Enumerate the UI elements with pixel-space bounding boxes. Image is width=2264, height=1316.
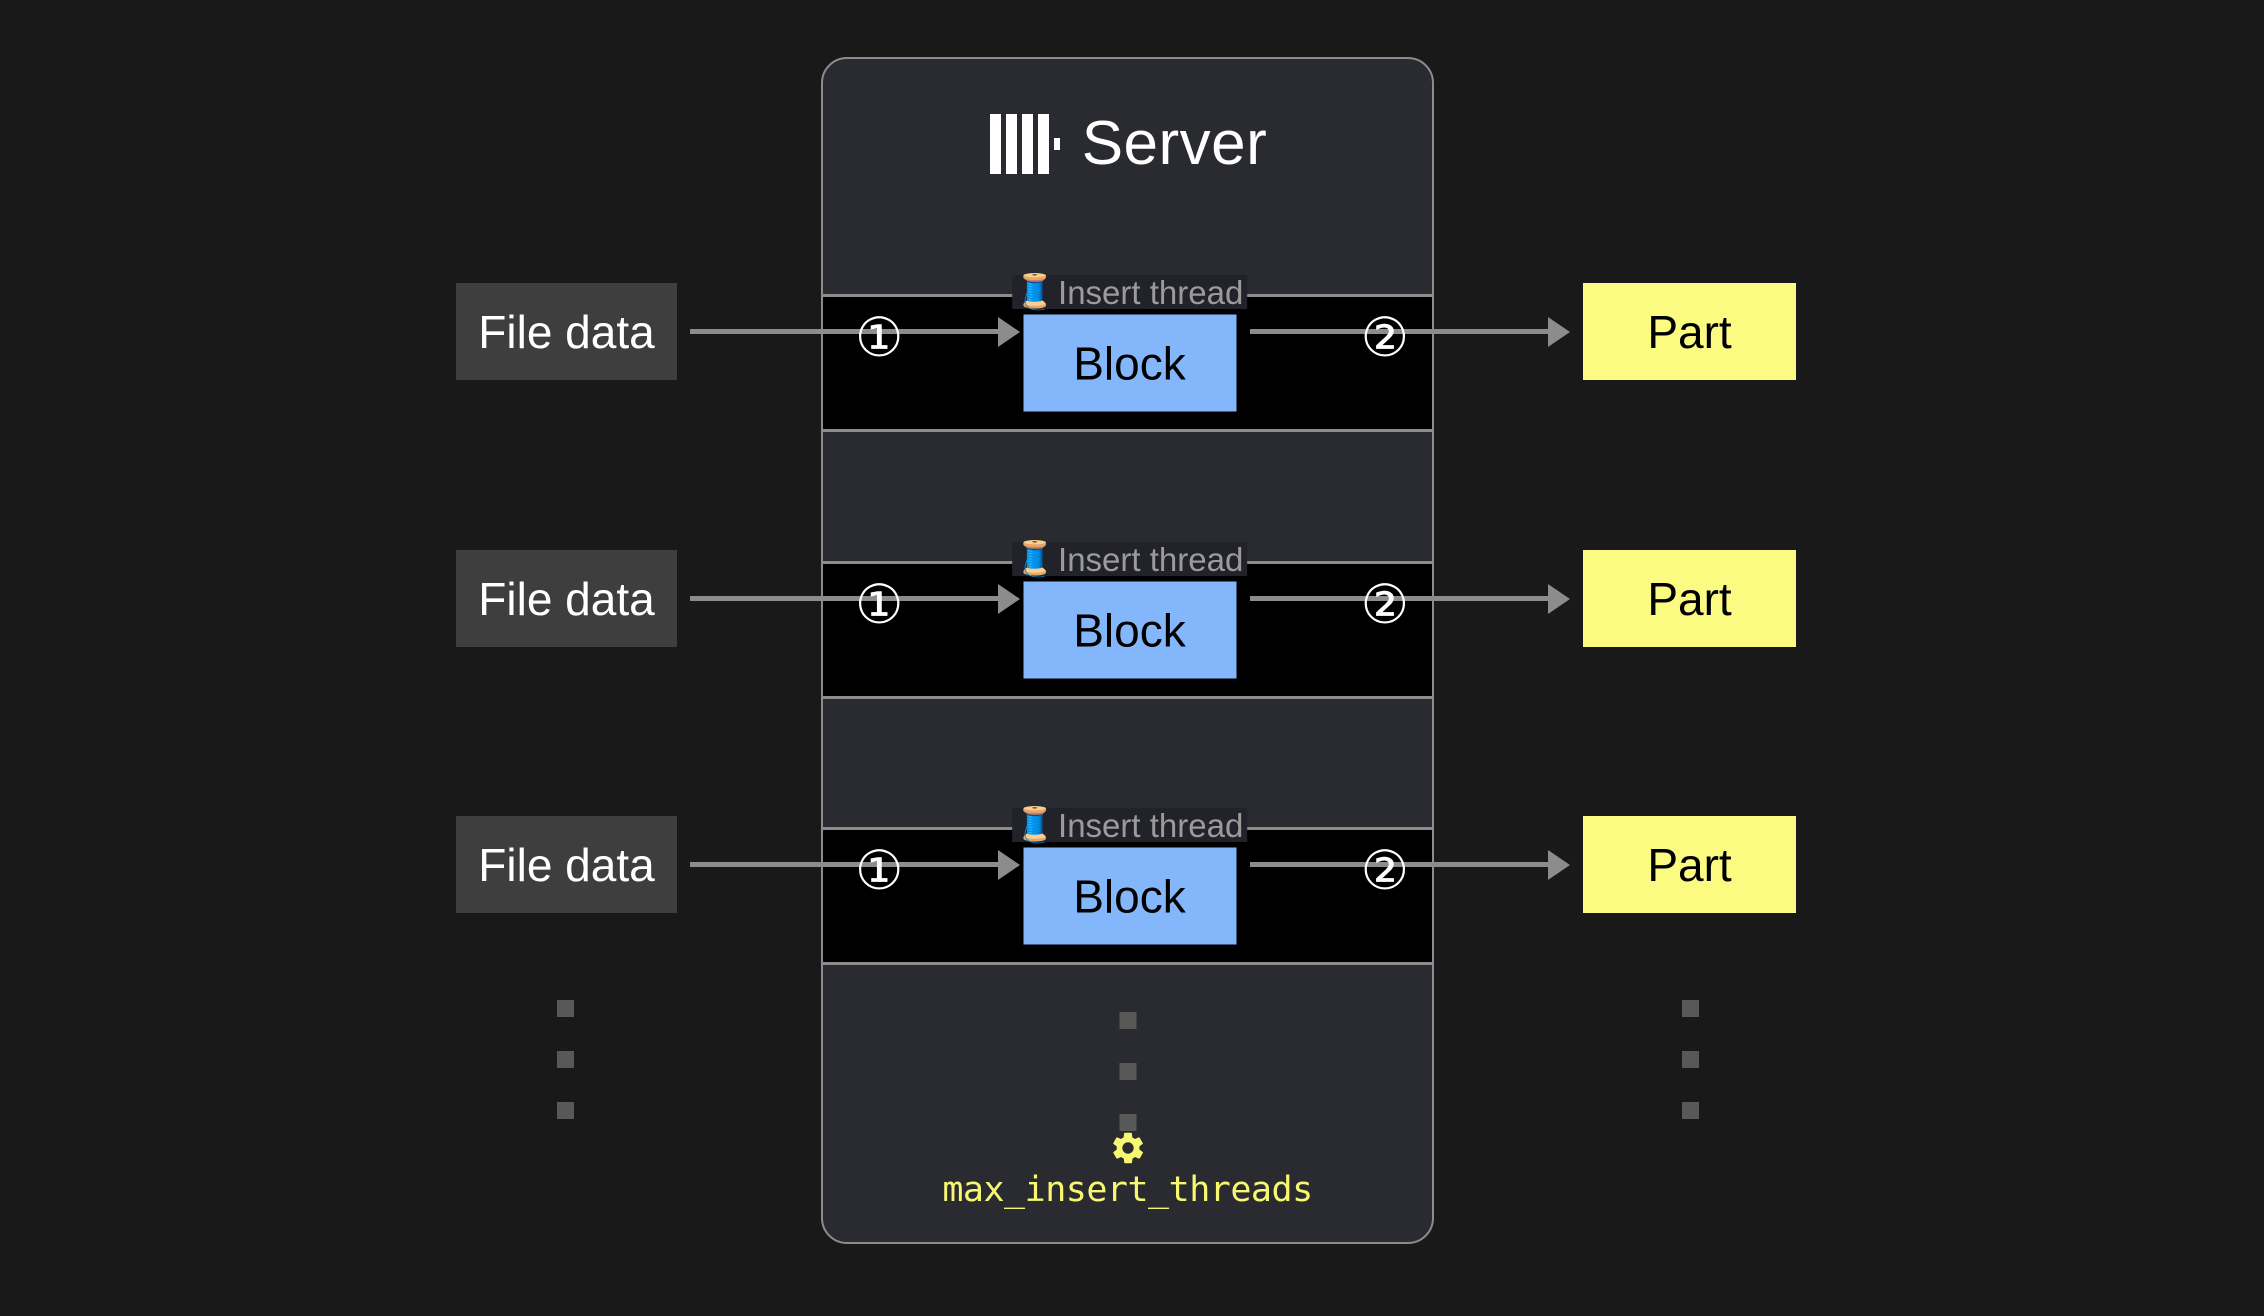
step-number-in: ① <box>855 575 904 635</box>
thread-spool-icon: 🧵 <box>1013 540 1057 578</box>
insert-thread-row-2: 🧵 Insert thread ① ② Block <box>823 542 1432 699</box>
block-box-2: Block <box>1023 581 1236 679</box>
step-number-out: ② <box>1360 841 1409 901</box>
ellipsis-dot <box>1682 1051 1699 1068</box>
ellipsis-part-column <box>1682 1000 1699 1119</box>
insert-thread-label-group: 🧵 Insert thread <box>1011 273 1248 311</box>
block-label: Block <box>1073 337 1186 389</box>
arrow-file-to-block-1 <box>690 329 1000 334</box>
part-box-2: Part <box>1583 550 1796 647</box>
ellipsis-dot <box>1682 1102 1699 1119</box>
step-number-out: ② <box>1360 575 1409 635</box>
thread-spool-icon: 🧵 <box>1013 273 1057 311</box>
part-label: Part <box>1647 572 1732 625</box>
arrow-block-to-part-2 <box>1250 596 1550 601</box>
setting-footer: max_insert_threads <box>823 1129 1432 1208</box>
ellipsis-dot <box>1119 1012 1136 1029</box>
block-label: Block <box>1073 604 1186 656</box>
file-data-label: File data <box>478 572 655 625</box>
insert-thread-label: Insert thread <box>1058 273 1244 311</box>
block-label: Block <box>1073 870 1186 922</box>
gear-icon <box>1109 1129 1147 1167</box>
block-box-3: Block <box>1023 847 1236 945</box>
insert-thread-label-group: 🧵 Insert thread <box>1011 806 1248 844</box>
file-data-box-2: File data <box>456 550 677 647</box>
step-number-in: ① <box>855 308 904 368</box>
arrow-block-to-part-3 <box>1250 862 1550 867</box>
server-title: Server <box>1081 109 1268 178</box>
part-box-3: Part <box>1583 816 1796 913</box>
insert-thread-label-group: 🧵 Insert thread <box>1011 540 1248 578</box>
ellipsis-dot <box>1119 1114 1136 1131</box>
arrow-file-to-block-3 <box>690 862 1000 867</box>
step-number-out: ② <box>1360 308 1409 368</box>
setting-name-label: max_insert_threads <box>942 1170 1313 1210</box>
ellipsis-dot <box>1682 1000 1699 1017</box>
arrow-block-to-part-1 <box>1250 329 1550 334</box>
clickhouse-logo-icon <box>988 108 1060 180</box>
part-label: Part <box>1647 838 1732 891</box>
ellipsis-dot <box>557 1000 574 1017</box>
part-box-1: Part <box>1583 283 1796 380</box>
ellipsis-dot <box>557 1051 574 1068</box>
ellipsis-server-column <box>1119 1012 1136 1131</box>
ellipsis-dot <box>1119 1063 1136 1080</box>
insert-thread-label: Insert thread <box>1058 806 1244 844</box>
file-data-label: File data <box>478 838 655 891</box>
step-number-in: ① <box>855 841 904 901</box>
insert-thread-label: Insert thread <box>1058 540 1244 578</box>
server-header: Server <box>823 59 1432 229</box>
thread-spool-icon: 🧵 <box>1013 806 1057 844</box>
arrow-file-to-block-2 <box>690 596 1000 601</box>
server-panel: Server 🧵 Insert thread ① ② Block 🧵 Inser… <box>821 57 1434 1244</box>
part-label: Part <box>1647 305 1732 358</box>
ellipsis-dot <box>557 1102 574 1119</box>
insert-thread-row-1: 🧵 Insert thread ① ② Block <box>823 275 1432 432</box>
insert-thread-row-3: 🧵 Insert thread ① ② Block <box>823 808 1432 965</box>
ellipsis-file-data-column <box>557 1000 574 1119</box>
block-box-1: Block <box>1023 314 1236 412</box>
file-data-box-3: File data <box>456 816 677 913</box>
file-data-box-1: File data <box>456 283 677 380</box>
file-data-label: File data <box>478 305 655 358</box>
